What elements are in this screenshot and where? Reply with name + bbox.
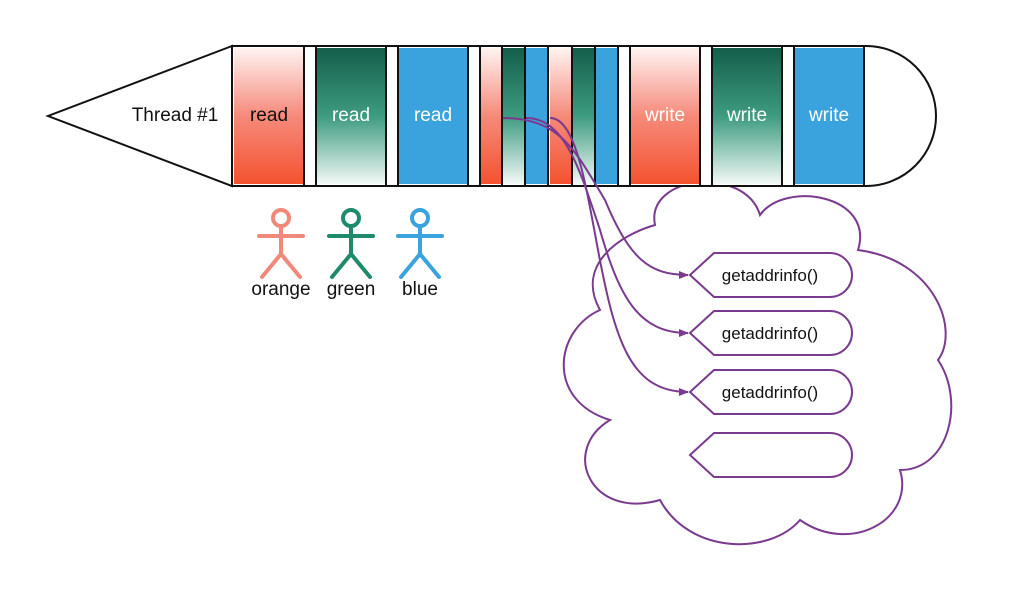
write-block-orange — [630, 48, 700, 184]
thread-label: Thread #1 — [132, 105, 219, 126]
write-block-label: write — [644, 105, 685, 126]
write-block-blue — [794, 48, 864, 184]
write-block-label: write — [808, 105, 849, 126]
thread-bar: Thread #1 read read read write write wri… — [45, 44, 937, 188]
call-label: getaddrinfo() — [722, 383, 818, 402]
actors: orange green blue — [251, 208, 444, 300]
thread-pool-cloud — [562, 181, 953, 546]
slice-green — [503, 48, 525, 184]
read-block-blue — [398, 48, 468, 184]
dispatch-arrow — [549, 117, 689, 396]
read-block-label: read — [414, 105, 452, 126]
dispatch-arrows — [502, 117, 689, 396]
slice-green — [573, 48, 595, 184]
read-block-label: read — [332, 105, 370, 126]
call-pill-empty — [688, 432, 853, 478]
read-block-orange — [234, 48, 304, 184]
call-pill: getaddrinfo() — [688, 252, 853, 298]
actor-label: green — [327, 279, 376, 300]
thread-pool-calls: getaddrinfo() getaddrinfo() getaddrinfo(… — [688, 252, 853, 478]
call-pill: getaddrinfo() — [688, 310, 853, 356]
actor-label: orange — [251, 279, 310, 300]
call-pill: getaddrinfo() — [688, 369, 853, 415]
call-label: getaddrinfo() — [722, 266, 818, 285]
slice-blue — [526, 48, 548, 184]
slice-blue — [596, 48, 618, 184]
write-block-label: write — [726, 105, 767, 126]
person-icon — [396, 208, 444, 279]
person-icon — [327, 208, 375, 279]
call-label: getaddrinfo() — [722, 324, 818, 343]
person-icon — [257, 208, 305, 279]
slice-orange — [550, 48, 572, 184]
slice-orange — [480, 48, 502, 184]
dispatch-arrow — [525, 117, 689, 337]
read-block-green — [316, 48, 386, 184]
dispatch-arrow — [502, 117, 689, 279]
actor-label: blue — [402, 279, 438, 300]
read-block-label: read — [250, 105, 288, 126]
write-block-green — [712, 48, 782, 184]
